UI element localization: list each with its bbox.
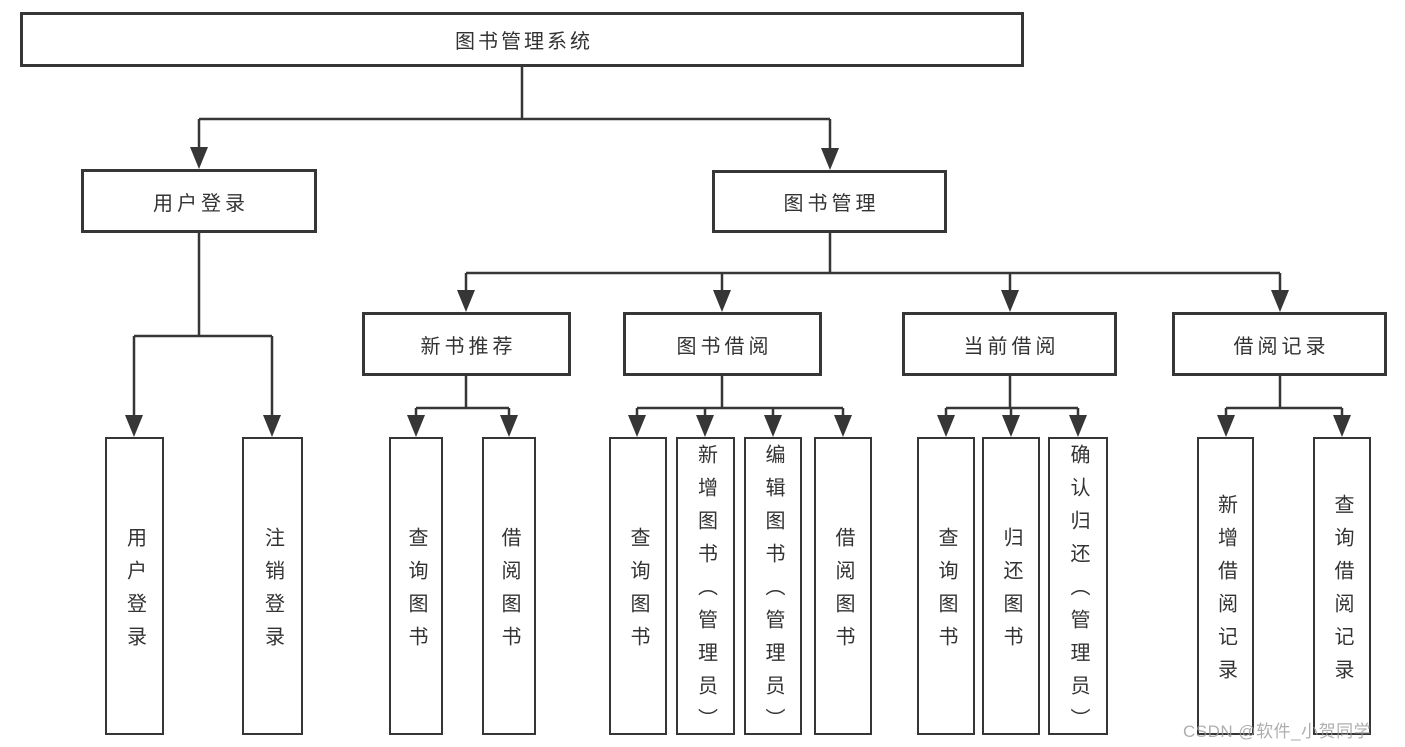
leaf-query-books-recommend: 查询图书 — [389, 437, 443, 735]
leaf-add-borrow-record: 新增借阅记录 — [1197, 437, 1254, 735]
arrow-down-icon — [190, 147, 208, 169]
connector-book-borrow-children — [635, 376, 845, 419]
node-borrow-records: 借阅记录 — [1172, 312, 1387, 376]
leaf-user-login: 用户登录 — [105, 437, 164, 735]
arrow-down-icon — [834, 415, 852, 437]
arrow-down-icon — [125, 415, 143, 437]
arrow-down-icon — [1217, 415, 1235, 437]
connector-book-mgmt-children — [464, 233, 1282, 294]
arrow-down-icon — [713, 290, 731, 312]
connector-new-book-children — [414, 376, 511, 419]
node-book-borrow: 图书借阅 — [623, 312, 822, 376]
leaf-query-borrow-record: 查询借阅记录 — [1313, 437, 1371, 735]
leaf-borrow-books-recommend: 借阅图书 — [482, 437, 536, 735]
leaf-logout-login: 注销登录 — [242, 437, 303, 735]
arrow-down-icon — [1333, 415, 1351, 437]
arrow-down-icon — [696, 415, 714, 437]
arrow-down-icon — [628, 415, 646, 437]
leaf-borrow-books: 借阅图书 — [814, 437, 872, 735]
connector-borrow-records-children — [1224, 376, 1344, 419]
leaf-query-books-current: 查询图书 — [917, 437, 975, 735]
arrow-down-icon — [263, 415, 281, 437]
node-library-management-system: 图书管理系统 — [20, 12, 1024, 67]
arrow-down-icon — [1069, 415, 1087, 437]
csdn-watermark: CSDN @软件_小贺同学 — [1183, 722, 1372, 741]
leaf-confirm-return-admin: 确认归还（管理员） — [1048, 437, 1108, 741]
leaf-edit-book-admin: 编辑图书（管理员） — [744, 437, 802, 741]
arrow-down-icon — [937, 415, 955, 437]
arrow-down-icon — [821, 148, 839, 170]
arrow-down-icon — [764, 415, 782, 437]
arrow-down-icon — [407, 415, 425, 437]
arrow-down-icon — [1271, 290, 1289, 312]
arrow-down-icon — [457, 290, 475, 312]
arrow-down-icon — [500, 415, 518, 437]
leaf-query-books-borrow: 查询图书 — [609, 437, 667, 735]
node-new-book-recommend: 新书推荐 — [362, 312, 571, 376]
node-user-login: 用户登录 — [81, 169, 317, 233]
leaf-add-book-admin: 新增图书（管理员） — [676, 437, 735, 741]
arrow-down-icon — [1001, 290, 1019, 312]
connector-root-to-level2 — [197, 67, 832, 152]
leaf-return-books: 归还图书 — [982, 437, 1040, 735]
connector-current-borrow-children — [944, 376, 1080, 419]
connector-user-login-children — [132, 233, 274, 419]
node-current-borrow: 当前借阅 — [902, 312, 1117, 376]
arrow-down-icon — [1002, 415, 1020, 437]
node-book-management: 图书管理 — [712, 170, 947, 233]
